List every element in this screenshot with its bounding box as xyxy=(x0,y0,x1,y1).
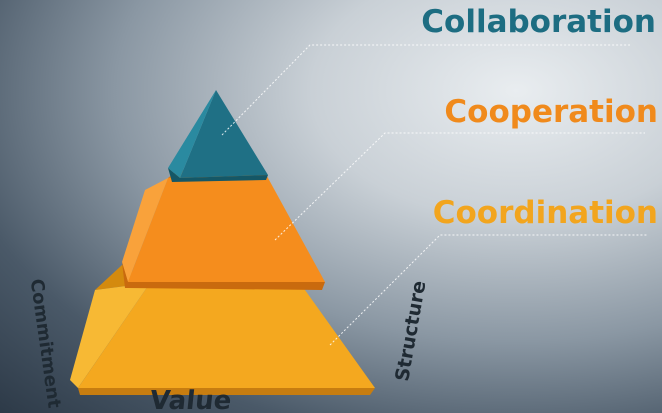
pyramid-tier-coordination xyxy=(70,265,375,395)
label-collaboration: Collaboration xyxy=(421,4,656,40)
axis-label-value: Value xyxy=(148,386,233,413)
leader-line-collaboration xyxy=(221,44,630,136)
leader-line-coordination xyxy=(329,234,648,346)
pyramid-tier-cooperation xyxy=(122,170,325,290)
pyramid-tier-collaboration xyxy=(168,90,268,182)
label-coordination: Coordination xyxy=(432,195,658,231)
leader-line-cooperation xyxy=(274,132,645,241)
label-cooperation: Cooperation xyxy=(444,94,658,130)
leader-lines xyxy=(221,44,648,346)
